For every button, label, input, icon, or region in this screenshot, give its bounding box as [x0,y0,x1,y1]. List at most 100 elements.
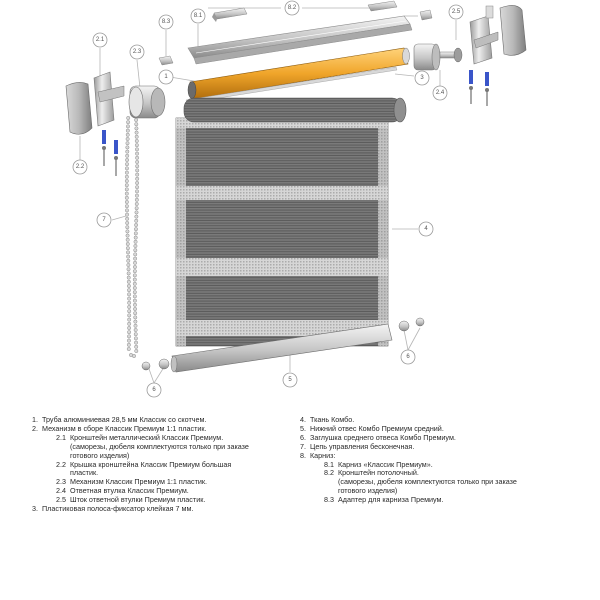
chain-bead [132,298,137,303]
chain-bead [125,212,129,217]
chain-bead [133,302,137,307]
legend-item-text: Нижний отвес Комбо Премиум средний. [310,423,444,433]
chain-bead [126,116,131,120]
callout-4: 4 [418,221,434,237]
end-caps-left [141,358,170,371]
chain-bead [125,158,130,162]
end-caps-right [398,317,425,332]
chain-bead [133,252,138,257]
legend-item-number: 2. [32,423,38,433]
legend-item-number: 8.1 [324,459,334,469]
svg-text:2.4: 2.4 [436,90,445,96]
legend-item: пластик. [32,469,302,478]
chain-bead [135,181,140,185]
legend-item: готового изделия) [300,486,570,496]
cornice-adapter-left [158,55,174,66]
chain-bead [135,151,140,156]
legend-item-text: Цепь управления бесконечная. [310,441,415,451]
svg-text:7: 7 [102,217,106,223]
chain-bead [132,265,137,269]
combo-fabric [175,97,407,347]
chain-bead [134,206,139,211]
chain-bead [127,288,131,293]
chain-bead [125,145,130,150]
chain-bead [127,292,132,297]
legend-item-text: Карниз «Классик Премиум». [338,459,433,469]
chain-bead [126,250,130,255]
legend-item-text: Труба алюминиевая 28,5 мм Классик со ско… [42,415,207,424]
chain-bead [125,162,129,167]
chain-bead [133,319,138,324]
callout-6-right: 6 [400,349,416,365]
bracket-cover-left [65,82,93,135]
counter-sleeve [413,43,441,71]
legend-item-number: 6. [300,432,306,442]
chain-bead [135,172,140,177]
callout-8-2: 8.2 [284,0,300,16]
chain-bead [133,239,138,244]
chain-bead [126,284,131,288]
svg-text:6: 6 [406,354,410,360]
legend-item-text: Механизм Классик Премиум 1:1 пластик. [70,477,208,487]
chain-bead [127,300,132,305]
chain-bead [134,218,139,223]
callout-1: 1 [158,69,174,85]
svg-text:1: 1 [164,74,168,80]
chain-bead [134,134,139,139]
chain-bead [133,231,138,236]
legend-item-text: пластик. [70,468,99,478]
legend-item-text: готового изделия) [338,486,398,496]
chain-bead [126,342,131,347]
chain-bead [132,290,137,295]
chain-bead [135,176,140,181]
chain-bead [132,277,137,282]
chain-bead [125,225,130,230]
legend-item: 4.Ткань Комбо. [300,415,570,425]
control-mechanism [128,85,166,119]
chain-bead [126,263,131,267]
chain-bead [126,267,131,272]
callout-3: 3 [414,70,430,86]
chain-bead [124,179,129,183]
legend-item-number: 8.3 [324,495,334,505]
legend-item-number: 7. [300,441,306,451]
sleeve-stem [439,47,463,63]
chain-bead [127,309,132,314]
legend-item: 2.Механизм в сборе Классик Премиум 1:1 п… [32,423,302,434]
legend-item-number: 2.2 [56,459,66,469]
parts-legend: 1.Труба алюминиевая 28,5 мм Классик со с… [0,415,600,596]
chain-bead [125,128,130,133]
legend-item-text: (саморезы, дюбеля комплектуются только п… [70,441,249,451]
chain-bead [125,242,130,246]
chain-bead [125,216,130,221]
chain-bead [134,118,139,122]
screws-right [469,70,489,106]
chain-bead [126,254,131,259]
chain-bead [134,349,139,353]
legend-column-right: 4.Ткань Комбо.5.Нижний отвес Комбо Преми… [300,415,570,505]
chain-bead [135,164,140,169]
svg-text:8.1: 8.1 [194,13,203,19]
chain-bead [125,137,130,141]
chain-bead [135,189,139,194]
legend-item: (саморезы, дюбеля комплектуются только п… [300,477,570,487]
legend-item: готового изделия) [32,451,302,461]
chain-bead [124,170,129,175]
svg-text:3: 3 [420,75,424,81]
svg-text:2.3: 2.3 [133,49,142,55]
chain-bead [126,258,131,263]
chain-bead [134,340,138,345]
svg-text:5: 5 [288,377,292,383]
bottom-bar [170,323,393,373]
chain-bead [132,294,137,299]
chain-bead [133,260,137,265]
chain-bead [126,124,130,129]
chain-bead [124,174,129,179]
chain-bead [127,296,132,301]
chain-bead [127,317,132,322]
chain-bead [133,332,138,337]
legend-item-text: (саморезы, дюбеля комплектуются только п… [338,477,517,487]
